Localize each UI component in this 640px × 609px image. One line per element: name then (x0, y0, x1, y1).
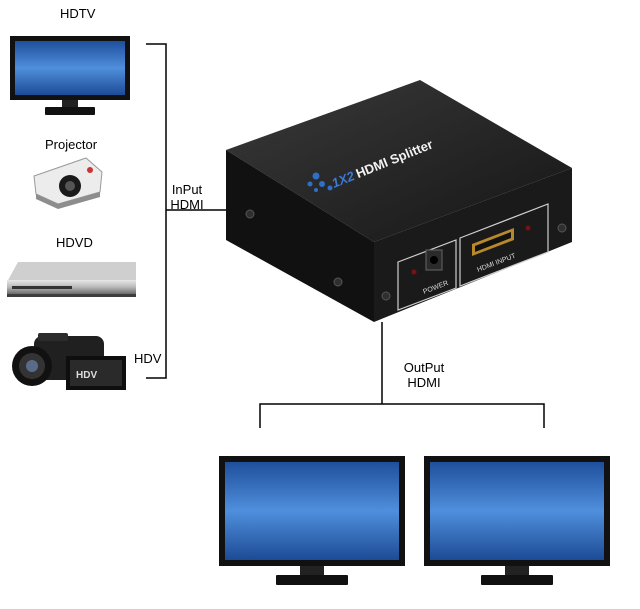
monitor-icon (424, 456, 610, 585)
tv-icon (10, 36, 130, 115)
projector-icon (33, 157, 103, 209)
label-hdtv: HDTV (60, 6, 96, 21)
hdmi-splitter-device (226, 80, 572, 322)
camcorder-icon: HDV (12, 333, 126, 390)
connection-lines (146, 43, 545, 428)
input-label: InPut HDMI (166, 182, 208, 212)
dvd-player-icon (7, 262, 136, 297)
svg-text:HDV: HDV (76, 370, 97, 381)
output-label-line1: OutPut (403, 360, 445, 375)
label-hdv: HDV (134, 351, 162, 366)
label-projector: Projector (45, 137, 98, 152)
input-label-line2: HDMI (170, 197, 204, 212)
label-hdvd: HDVD (56, 235, 93, 250)
output-label: OutPut HDMI (396, 360, 452, 390)
output-label-line2: HDMI (407, 375, 441, 390)
logo-dots-icon (307, 172, 333, 192)
input-label-line1: InPut (171, 182, 203, 197)
monitor-icon (219, 456, 405, 585)
